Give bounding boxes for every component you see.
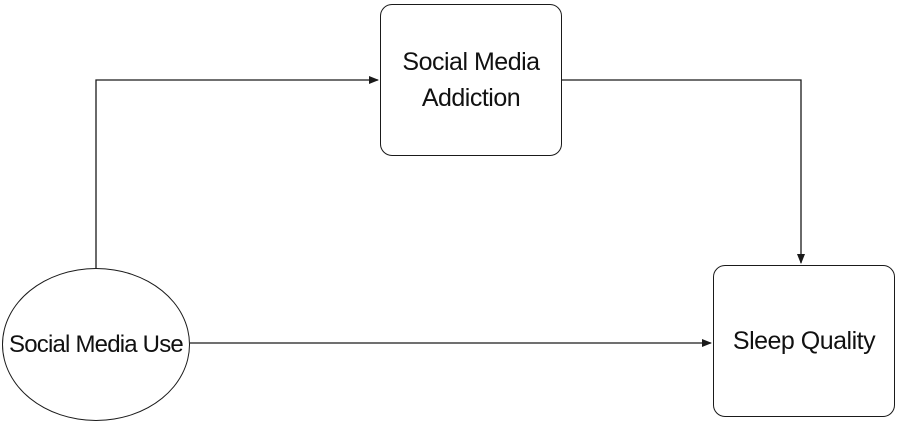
node-social-media-use: Social Media Use [2, 268, 190, 421]
arrow-use-to-addiction [95, 76, 379, 268]
node-social-media-addiction-label-line1: Social Media [402, 48, 540, 76]
node-sleep-quality-label: Sleep Quality [732, 327, 876, 355]
node-social-media-addiction-label: Social Media Addiction [402, 44, 540, 116]
node-sleep-quality: Sleep Quality [713, 265, 895, 417]
node-social-media-use-label: Social Media Use [9, 330, 184, 358]
node-social-media-addiction: Social Media Addiction [380, 4, 562, 156]
arrow-addiction-to-sleep [562, 79, 805, 264]
node-social-media-addiction-label-line2: Addiction [421, 84, 521, 112]
